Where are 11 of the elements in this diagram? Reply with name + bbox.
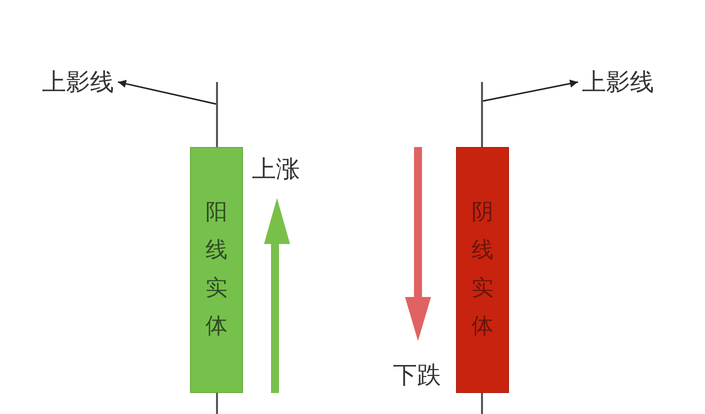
candle-body [190,147,243,393]
candle-body [456,147,509,393]
leader-arrow [482,80,578,102]
body-label: 阴线实体 [472,199,494,341]
body-label: 阳线实体 [206,199,228,341]
direction-label: 上涨 [252,157,300,181]
shadow-label: 上影线 [42,70,114,94]
upper-shadow-line [216,82,218,147]
leader-arrow [118,80,216,105]
upper-shadow-line [481,82,483,147]
shadow-label: 上影线 [582,70,654,94]
